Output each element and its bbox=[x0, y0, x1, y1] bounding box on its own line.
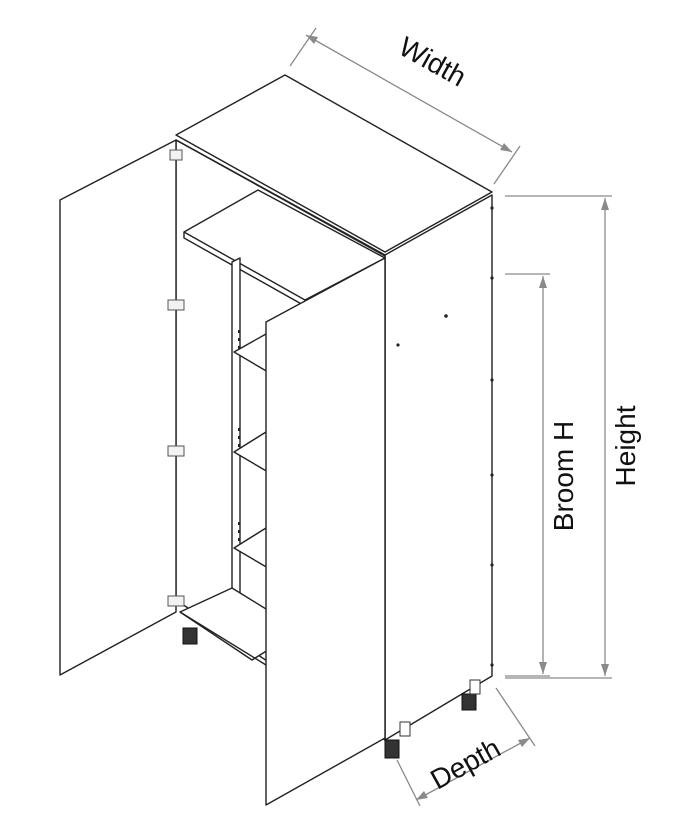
bottom-front-edge bbox=[179, 611, 267, 666]
right-door bbox=[265, 257, 386, 806]
height-label: Height bbox=[610, 405, 641, 486]
depth-dimension bbox=[396, 687, 536, 807]
broom-height-label: Broom H bbox=[548, 421, 579, 531]
width-dimension bbox=[289, 27, 521, 185]
height-dimension bbox=[505, 195, 612, 679]
side-panel-holes bbox=[396, 206, 494, 667]
hinges bbox=[167, 149, 185, 607]
left-door bbox=[59, 139, 177, 676]
shelf-pin-holes bbox=[238, 330, 240, 541]
broom-height-dimension bbox=[505, 273, 550, 677]
cabinet-right-side-panel bbox=[384, 194, 493, 741]
width-label: Width bbox=[394, 31, 472, 93]
leveling-feet bbox=[182, 627, 481, 759]
cabinet-top-panel bbox=[175, 74, 493, 253]
depth-label: Depth bbox=[425, 732, 505, 795]
top-front-edge bbox=[175, 139, 386, 257]
